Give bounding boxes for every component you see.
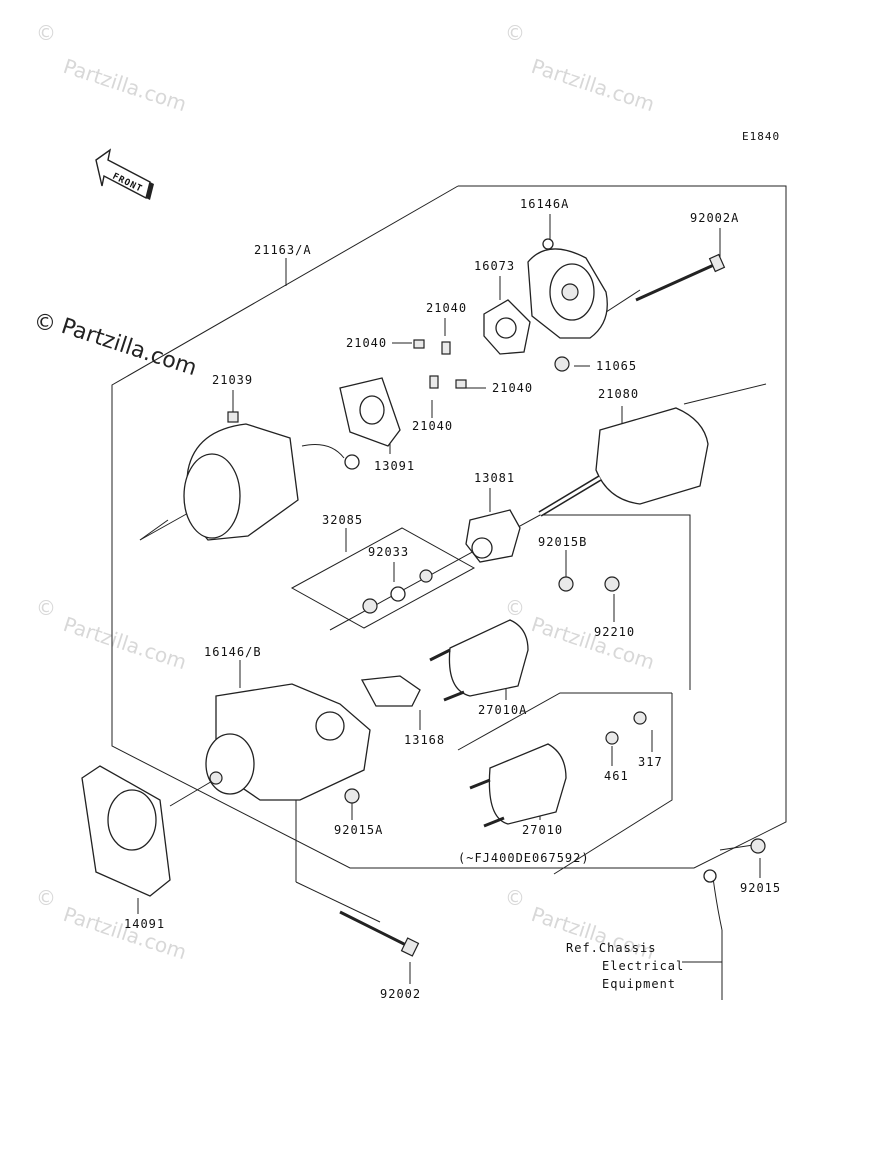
callout-32085: 32085 [322, 513, 363, 527]
watermark-text: Partzilla.com [60, 54, 189, 116]
ref-note-line1: Ref.Chassis [566, 941, 656, 955]
solenoid-27010A [429, 619, 529, 702]
bolt-92002 [339, 910, 420, 957]
callout-92002: 92002 [380, 987, 421, 1001]
kit-32085-box [290, 527, 476, 629]
end-cover-16146A [527, 238, 608, 339]
callout-21039: 21039 [212, 373, 253, 387]
callout-11065: 11065 [596, 359, 637, 373]
callout-92210: 92210 [594, 625, 635, 639]
leader-lines [137, 214, 767, 1000]
callout-labels: 16146A 92002A 21163/A 16073 21040 21040 … [124, 197, 781, 1001]
callout-21040: 21040 [426, 301, 467, 315]
variant-outline [553, 693, 673, 875]
bolt-92002A [635, 253, 726, 302]
watermark-text-main: Partzilla.com [58, 314, 200, 381]
callout-21040: 21040 [346, 336, 387, 350]
callout-27010A: 27010A [478, 703, 527, 717]
callout-317: 317 [638, 755, 663, 769]
callout-92015A: 92015A [334, 823, 383, 837]
callout-13091: 13091 [374, 459, 415, 473]
callout-92033: 92033 [368, 545, 409, 559]
variant-box [457, 692, 672, 751]
callout-92015B: 92015B [538, 535, 587, 549]
callout-13168: 13168 [404, 733, 445, 747]
solenoid-subbox [329, 514, 691, 690]
callout-21040: 21040 [412, 419, 453, 433]
callout-16146B: 16146/B [204, 645, 262, 659]
kit-32085-parts [362, 569, 433, 614]
callout-21080: 21080 [598, 387, 639, 401]
callout-92002A: 92002A [690, 211, 739, 225]
watermark-text: Partzilla.com [528, 54, 657, 116]
watermark-symbol: © [505, 886, 525, 910]
nut-11065 [554, 356, 570, 372]
cable-92015 [703, 838, 766, 931]
variant-note: (~FJ400DE067592) [458, 851, 590, 865]
callout-461: 461 [604, 769, 629, 783]
watermark-symbol: © [36, 886, 56, 910]
watermark-symbol: © [36, 21, 56, 45]
callout-13081: 13081 [474, 471, 515, 485]
brush-holder-13091 [339, 377, 401, 447]
nut-92015B [558, 576, 574, 592]
cover-plate-14091 [81, 765, 171, 897]
callout-16146A: 16146A [520, 197, 569, 211]
spring-21040 [413, 339, 467, 389]
watermark-text: Partzilla.com [60, 902, 189, 964]
callout-16073: 16073 [474, 259, 515, 273]
lever-13168 [360, 675, 421, 707]
nut-92015A [344, 788, 360, 804]
yoke-21039 [183, 411, 360, 541]
housing-16146B [205, 683, 371, 801]
front-arrow-icon: FRONT [95, 148, 154, 200]
pinion-13081 [465, 509, 521, 563]
callout-14091: 14091 [124, 917, 165, 931]
callout-27010: 27010 [522, 823, 563, 837]
nut-92210 [604, 576, 620, 592]
watermark-symbol: © [36, 596, 56, 620]
watermark-symbol-main: © [34, 311, 56, 336]
watermark-symbol: © [505, 21, 525, 45]
watermark-symbol: © [505, 596, 525, 620]
callout-21163A: 21163/A [254, 243, 312, 257]
armature-21080 [538, 407, 709, 517]
assembly-outline [111, 185, 787, 869]
watermark-text: Partzilla.com [60, 612, 189, 674]
diagram-code: E1840 [742, 130, 780, 143]
callout-21040: 21040 [492, 381, 533, 395]
plate-16073 [483, 299, 531, 355]
solenoid-27010 [469, 711, 647, 828]
watermark-text: Partzilla.com [528, 612, 657, 674]
callout-92015: 92015 [740, 881, 781, 895]
ref-note-line3: Equipment [602, 977, 676, 991]
ref-note-line2: Electrical [602, 959, 684, 973]
